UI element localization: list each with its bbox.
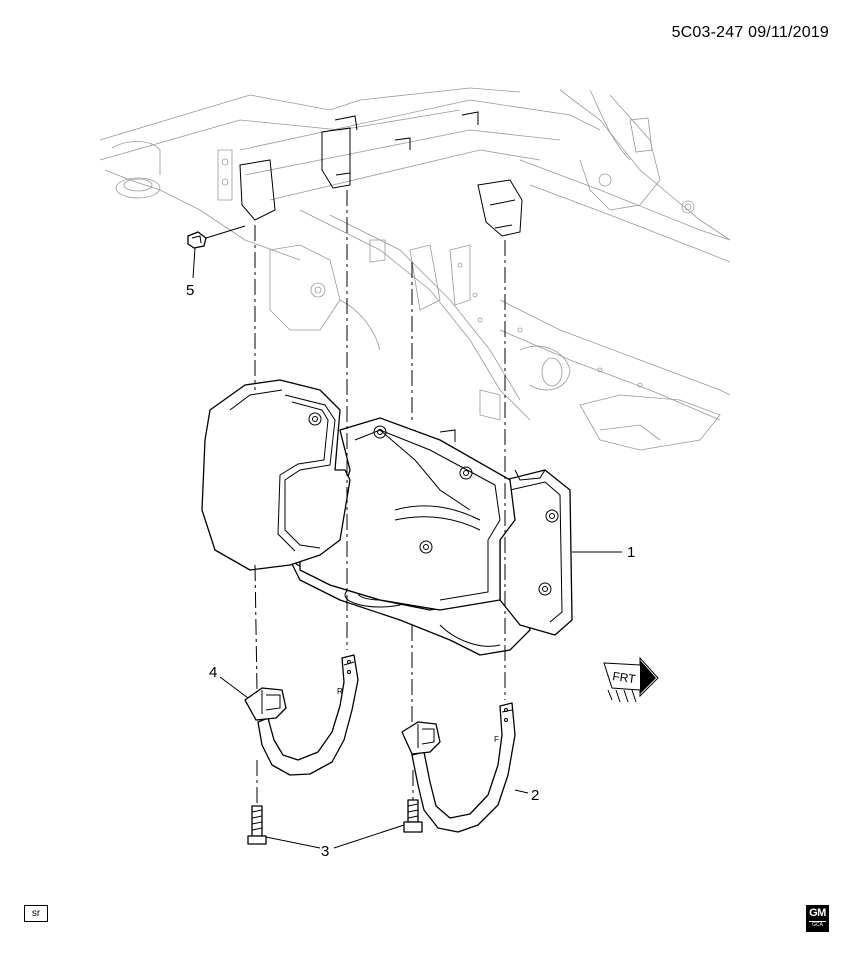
- gm-logo: GM GCA: [806, 905, 829, 932]
- callout-5: 5: [186, 282, 194, 299]
- leader-lines: [192, 247, 622, 849]
- strap-mark-front: F: [494, 735, 499, 744]
- gm-logo-subtext: GCA: [809, 921, 826, 929]
- bolt-front: [403, 799, 423, 833]
- rear-fuel-tank-strap: [244, 654, 359, 776]
- retainer-clip: [187, 225, 246, 249]
- strap-bolts: [247, 799, 423, 845]
- callout-1: 1: [627, 544, 635, 561]
- callout-4: 4: [209, 664, 217, 681]
- callout-2: 2: [531, 787, 539, 804]
- front-direction-arrow: FRT: [603, 656, 659, 703]
- source-tag: sr: [24, 905, 48, 922]
- fuel-tank-shield: [201, 379, 573, 656]
- strap-mark-rear: R: [337, 687, 343, 696]
- callout-3: 3: [321, 843, 329, 860]
- document-id: 5C03-247 09/11/2019: [671, 24, 829, 41]
- chassis-frame: [99, 87, 731, 451]
- frame-hangers: [239, 111, 523, 237]
- front-fuel-tank-strap: [401, 702, 516, 833]
- bolt-rear: [247, 805, 267, 845]
- front-arrow-label: FRT: [612, 669, 637, 686]
- gm-logo-text: GM: [809, 907, 826, 919]
- installation-lines: [254, 190, 506, 806]
